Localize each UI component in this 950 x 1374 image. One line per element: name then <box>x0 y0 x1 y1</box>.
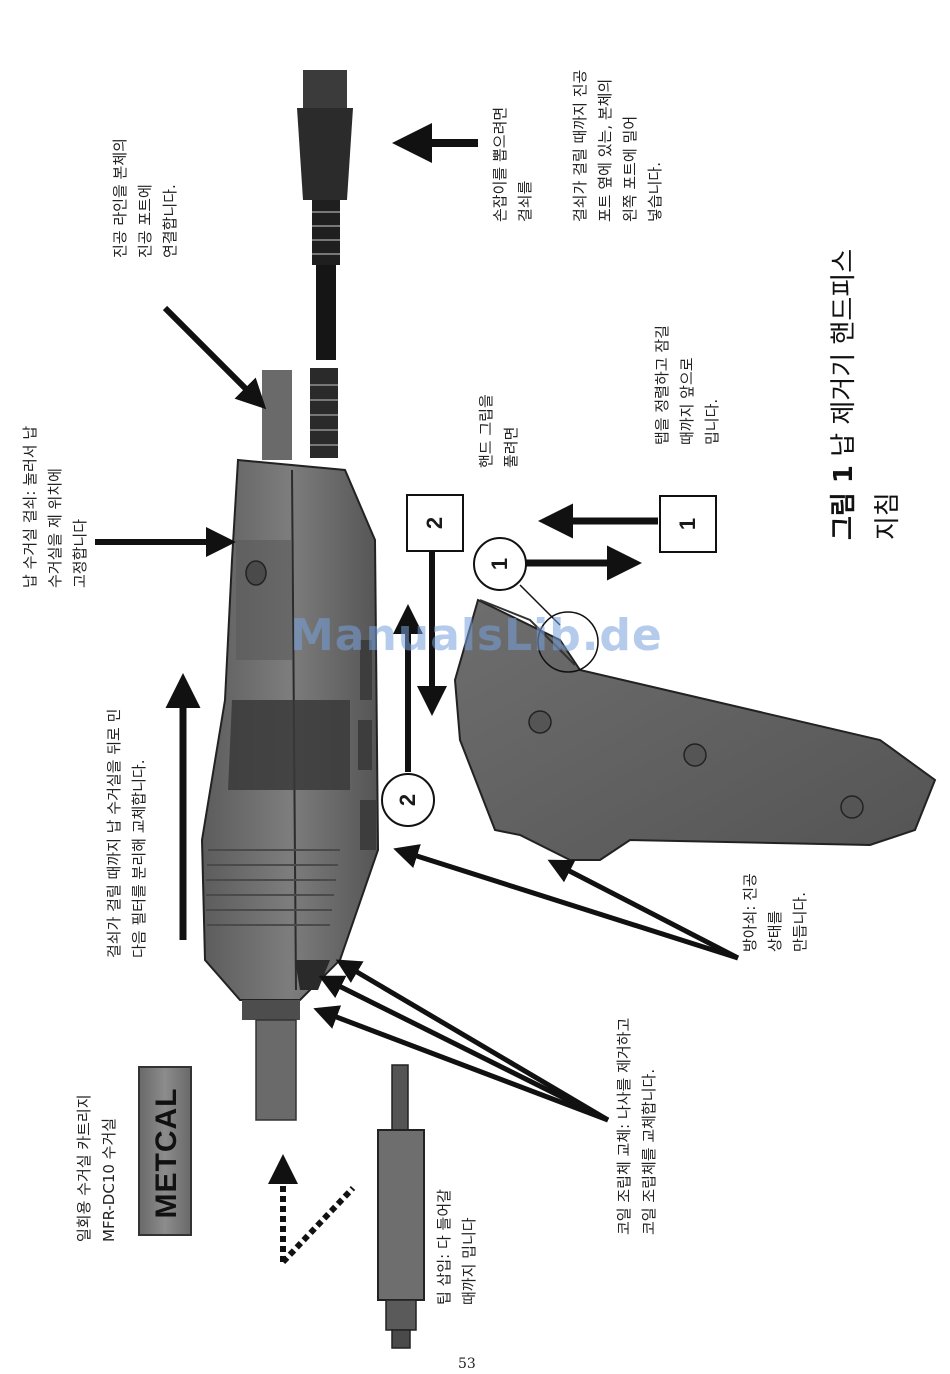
detail-circle <box>537 611 599 673</box>
nozzle <box>242 1000 300 1121</box>
page-number: 53 <box>458 1356 476 1372</box>
label-filter-replace: 걸쇠가 걸릴 때까지 납 수거실을 뒤로 민 다음 필터를 분리해 교체합니다. <box>105 708 148 958</box>
watermark: ManualsLib.de <box>290 610 663 661</box>
figure-caption: 그림 1 납 제거기 핸드피스 지침 <box>829 248 903 540</box>
hand-grip <box>453 598 937 861</box>
callout-circle-2: 2 <box>381 773 435 827</box>
vacuum-connector <box>297 70 353 458</box>
label-latch-port: 걸쇠가 걸릴 때까지 진공 포트 옆에 있는, 본체의 왼쪽 포트에 밀어 넣습… <box>571 69 664 222</box>
callout-leader <box>519 584 561 626</box>
label-handpiece-pull: 손잡이를 뽑으려면 걸쇠를 <box>491 106 534 222</box>
label-grip-remove: 핸드 그립을 풀려면 <box>477 394 520 468</box>
metcal-logo: METCAL <box>138 1066 192 1236</box>
label-chamber-latch: 납 수거실 걸쇠: 눌러서 납 수거실을 제 위치에 고정합니다 <box>21 425 89 588</box>
handpiece-body <box>200 458 380 1001</box>
label-vacuum-line: 진공 라인을 본체의 진공 포트에 연결합니다. <box>111 138 179 258</box>
label-tab-align: 탭을 정렬하고 잠길 때까지 앞으로 밉니다. <box>653 325 721 445</box>
callout-box-1: 1 <box>659 495 717 553</box>
callout-box-2: 2 <box>406 494 464 552</box>
label-tip-insert: 팁 삽입: 다 들어갈 때까지 밉니다 <box>435 1189 478 1305</box>
vacuum-tube <box>262 370 292 460</box>
label-cartridge: 일회용 수거실 카트리지 MFR-DC10 수거실 <box>75 1094 118 1242</box>
label-coil-replace: 코일 조립체 교체: 나사를 제거하고 코일 조립체를 교체합니다. <box>615 1017 658 1235</box>
instruction-arrows <box>95 123 740 1265</box>
label-trigger: 방아쇠: 진공 상태를 만듭니다. <box>741 873 809 952</box>
soldering-tip <box>377 1064 425 1349</box>
callout-circle-1: 1 <box>473 537 527 591</box>
